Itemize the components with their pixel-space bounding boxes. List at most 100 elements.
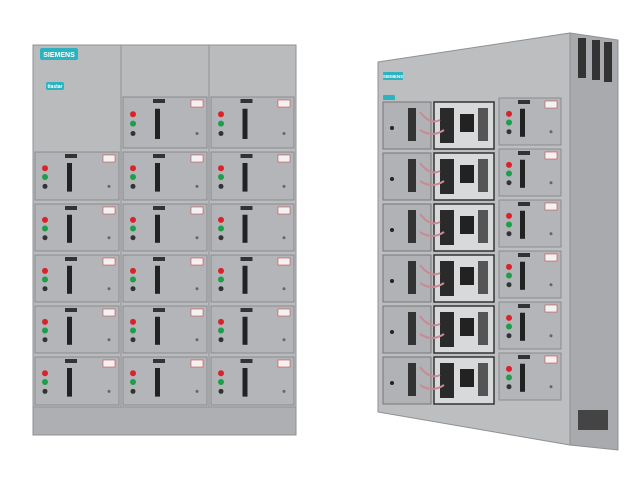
siemens-logo (40, 48, 78, 60)
disconnect-handle (155, 316, 160, 345)
terminal-block (478, 312, 488, 345)
nameplate (65, 359, 77, 363)
door-latch (107, 287, 111, 291)
door-knob (390, 381, 394, 386)
disconnect-handle (242, 163, 248, 192)
disconnect-handle (242, 108, 248, 139)
start-button (218, 120, 224, 127)
warning-label (277, 257, 291, 266)
door-latch (107, 236, 111, 240)
stop-button (130, 318, 136, 325)
warning-label (277, 99, 291, 108)
stop-button (506, 263, 512, 270)
stop-button (42, 165, 48, 172)
contactor (460, 216, 474, 234)
nameplate (518, 100, 530, 104)
stop-button (42, 267, 48, 274)
cabinet-side (569, 32, 619, 451)
selector-switch (218, 337, 224, 343)
contactor (460, 114, 474, 132)
door-window (408, 108, 416, 141)
stop-button (130, 370, 136, 377)
selector-switch (130, 183, 136, 189)
side-base-opening (578, 410, 608, 430)
selector-switch (218, 183, 224, 189)
selector-switch (42, 235, 48, 241)
nameplate (240, 99, 253, 103)
disconnect-handle (520, 363, 525, 392)
nameplate (65, 206, 77, 210)
wiring (419, 264, 445, 288)
stop-button (42, 216, 48, 223)
nameplate (518, 304, 530, 308)
start-button (218, 379, 224, 386)
stop-button (218, 111, 224, 118)
warning-label (190, 308, 204, 317)
door-latch (282, 132, 286, 135)
open-door (382, 254, 432, 303)
door-latch (282, 338, 286, 342)
door-knob (390, 228, 394, 233)
start-button (218, 174, 224, 181)
start-button (506, 221, 512, 228)
stop-button (218, 318, 224, 325)
wiring (419, 213, 445, 237)
stop-button (130, 216, 136, 223)
door-latch (549, 181, 553, 185)
door-knob (390, 126, 394, 131)
disconnect-handle (520, 210, 525, 239)
door-latch (282, 287, 286, 291)
open-door (382, 152, 432, 201)
terminal-block (478, 363, 488, 396)
stop-button (218, 267, 224, 274)
warning-label (190, 206, 204, 215)
stop-button (130, 165, 136, 172)
warning-label (102, 257, 116, 266)
open-door (382, 305, 432, 354)
selector-switch (506, 282, 512, 288)
door-knob (390, 279, 394, 284)
start-button (130, 276, 136, 283)
disconnect-handle (242, 265, 248, 294)
start-button (130, 327, 136, 334)
nameplate (65, 154, 77, 158)
cabinet-base (32, 406, 297, 436)
door-latch (549, 334, 553, 338)
disconnect-handle (520, 261, 525, 290)
stop-button (218, 216, 224, 223)
start-button (506, 272, 512, 279)
tiastar-logo (46, 82, 64, 90)
wiring (419, 111, 445, 135)
siemens-logo-text: SIEMENS (383, 74, 403, 79)
warning-label (544, 100, 558, 109)
warning-label (544, 355, 558, 364)
door-latch (195, 184, 199, 188)
start-button (42, 379, 48, 386)
wiring (419, 315, 445, 339)
door-latch (107, 338, 111, 342)
start-button (42, 174, 48, 181)
selector-switch (218, 286, 224, 292)
door-window (408, 363, 416, 396)
selector-switch (506, 129, 512, 135)
warning-label (277, 359, 291, 368)
disconnect-handle (242, 368, 248, 397)
door-latch (549, 385, 553, 389)
disconnect-handle (520, 312, 525, 341)
nameplate (153, 206, 165, 210)
selector-switch (130, 337, 136, 343)
tiastar-logo (383, 95, 395, 100)
nameplate (240, 308, 253, 312)
selector-switch (42, 286, 48, 292)
door-latch (195, 287, 199, 291)
nameplate (518, 202, 530, 206)
nameplate (240, 154, 253, 158)
nameplate (518, 253, 530, 257)
warning-label (102, 308, 116, 317)
disconnect-handle (67, 316, 72, 345)
warning-label (102, 206, 116, 215)
nameplate (153, 99, 165, 103)
warning-label (102, 359, 116, 368)
selector-switch (218, 235, 224, 241)
